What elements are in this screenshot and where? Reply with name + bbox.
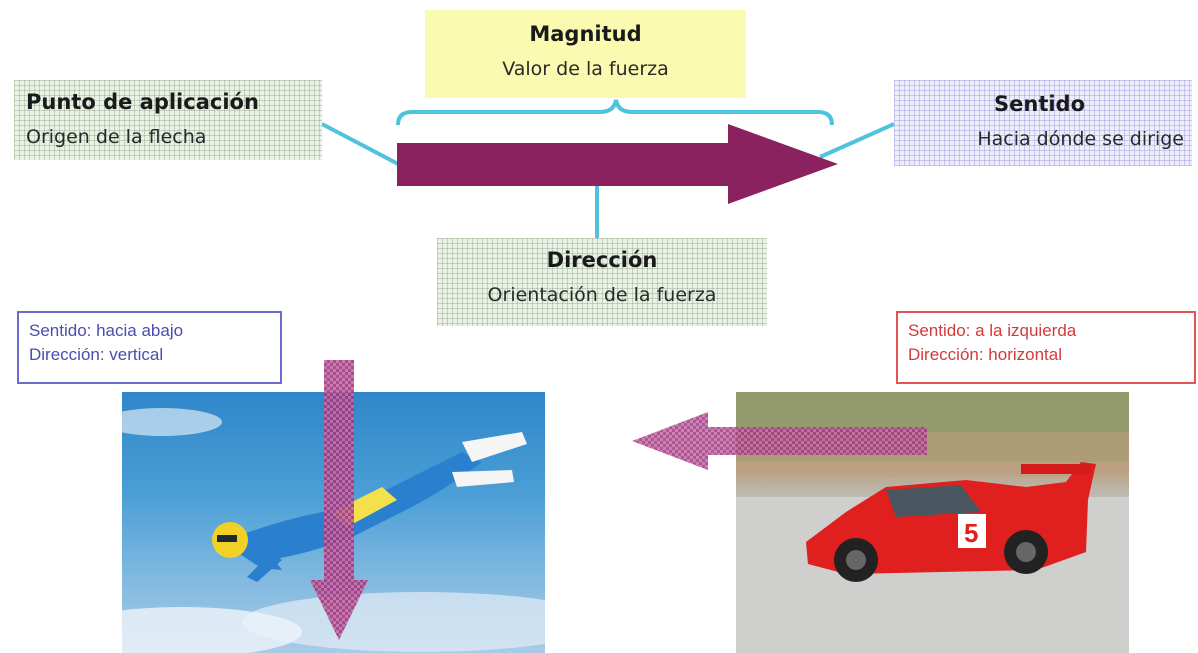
- race-car-photo: 5: [736, 392, 1129, 653]
- skydiver-photo: [122, 392, 545, 653]
- direccion-subtitle: Orientación de la fuerza: [487, 284, 717, 306]
- example-car-box: Sentido: a la izquierda Dirección: horiz…: [896, 311, 1196, 384]
- sentido-box: Sentido Hacia dónde se dirige: [894, 80, 1192, 166]
- punto-title: Punto de aplicación: [26, 90, 259, 114]
- magnitud-title: Magnitud: [529, 22, 642, 46]
- direccion-title: Dirección: [546, 248, 658, 272]
- example-car-direccion: Dirección: horizontal: [908, 345, 1063, 364]
- direccion-box: Dirección Orientación de la fuerza: [437, 238, 767, 326]
- skydiver-illustration: [122, 408, 545, 653]
- magnitud-subtitle: Valor de la fuerza: [502, 58, 669, 80]
- force-arrow: [397, 124, 838, 204]
- sentido-subtitle: Hacia dónde se dirige: [977, 128, 1184, 150]
- example-skydiver-direccion: Dirección: vertical: [29, 345, 164, 364]
- race-car-illustration: 5: [736, 392, 1129, 653]
- punto-box: Punto de aplicación Origen de la flecha: [14, 80, 322, 160]
- example-skydiver-box: Sentido: hacia abajo Dirección: vertical: [17, 311, 282, 384]
- sentido-title: Sentido: [994, 92, 1086, 116]
- magnitud-box: Magnitud Valor de la fuerza: [425, 10, 746, 98]
- example-car-sentido: Sentido: a la izquierda: [908, 321, 1077, 340]
- example-skydiver-sentido: Sentido: hacia abajo: [29, 321, 184, 340]
- punto-subtitle: Origen de la flecha: [26, 126, 207, 148]
- sentido-connector: [819, 122, 895, 159]
- punto-connector: [321, 122, 401, 167]
- magnitude-brace: [396, 99, 834, 126]
- car-number: 5: [964, 518, 978, 548]
